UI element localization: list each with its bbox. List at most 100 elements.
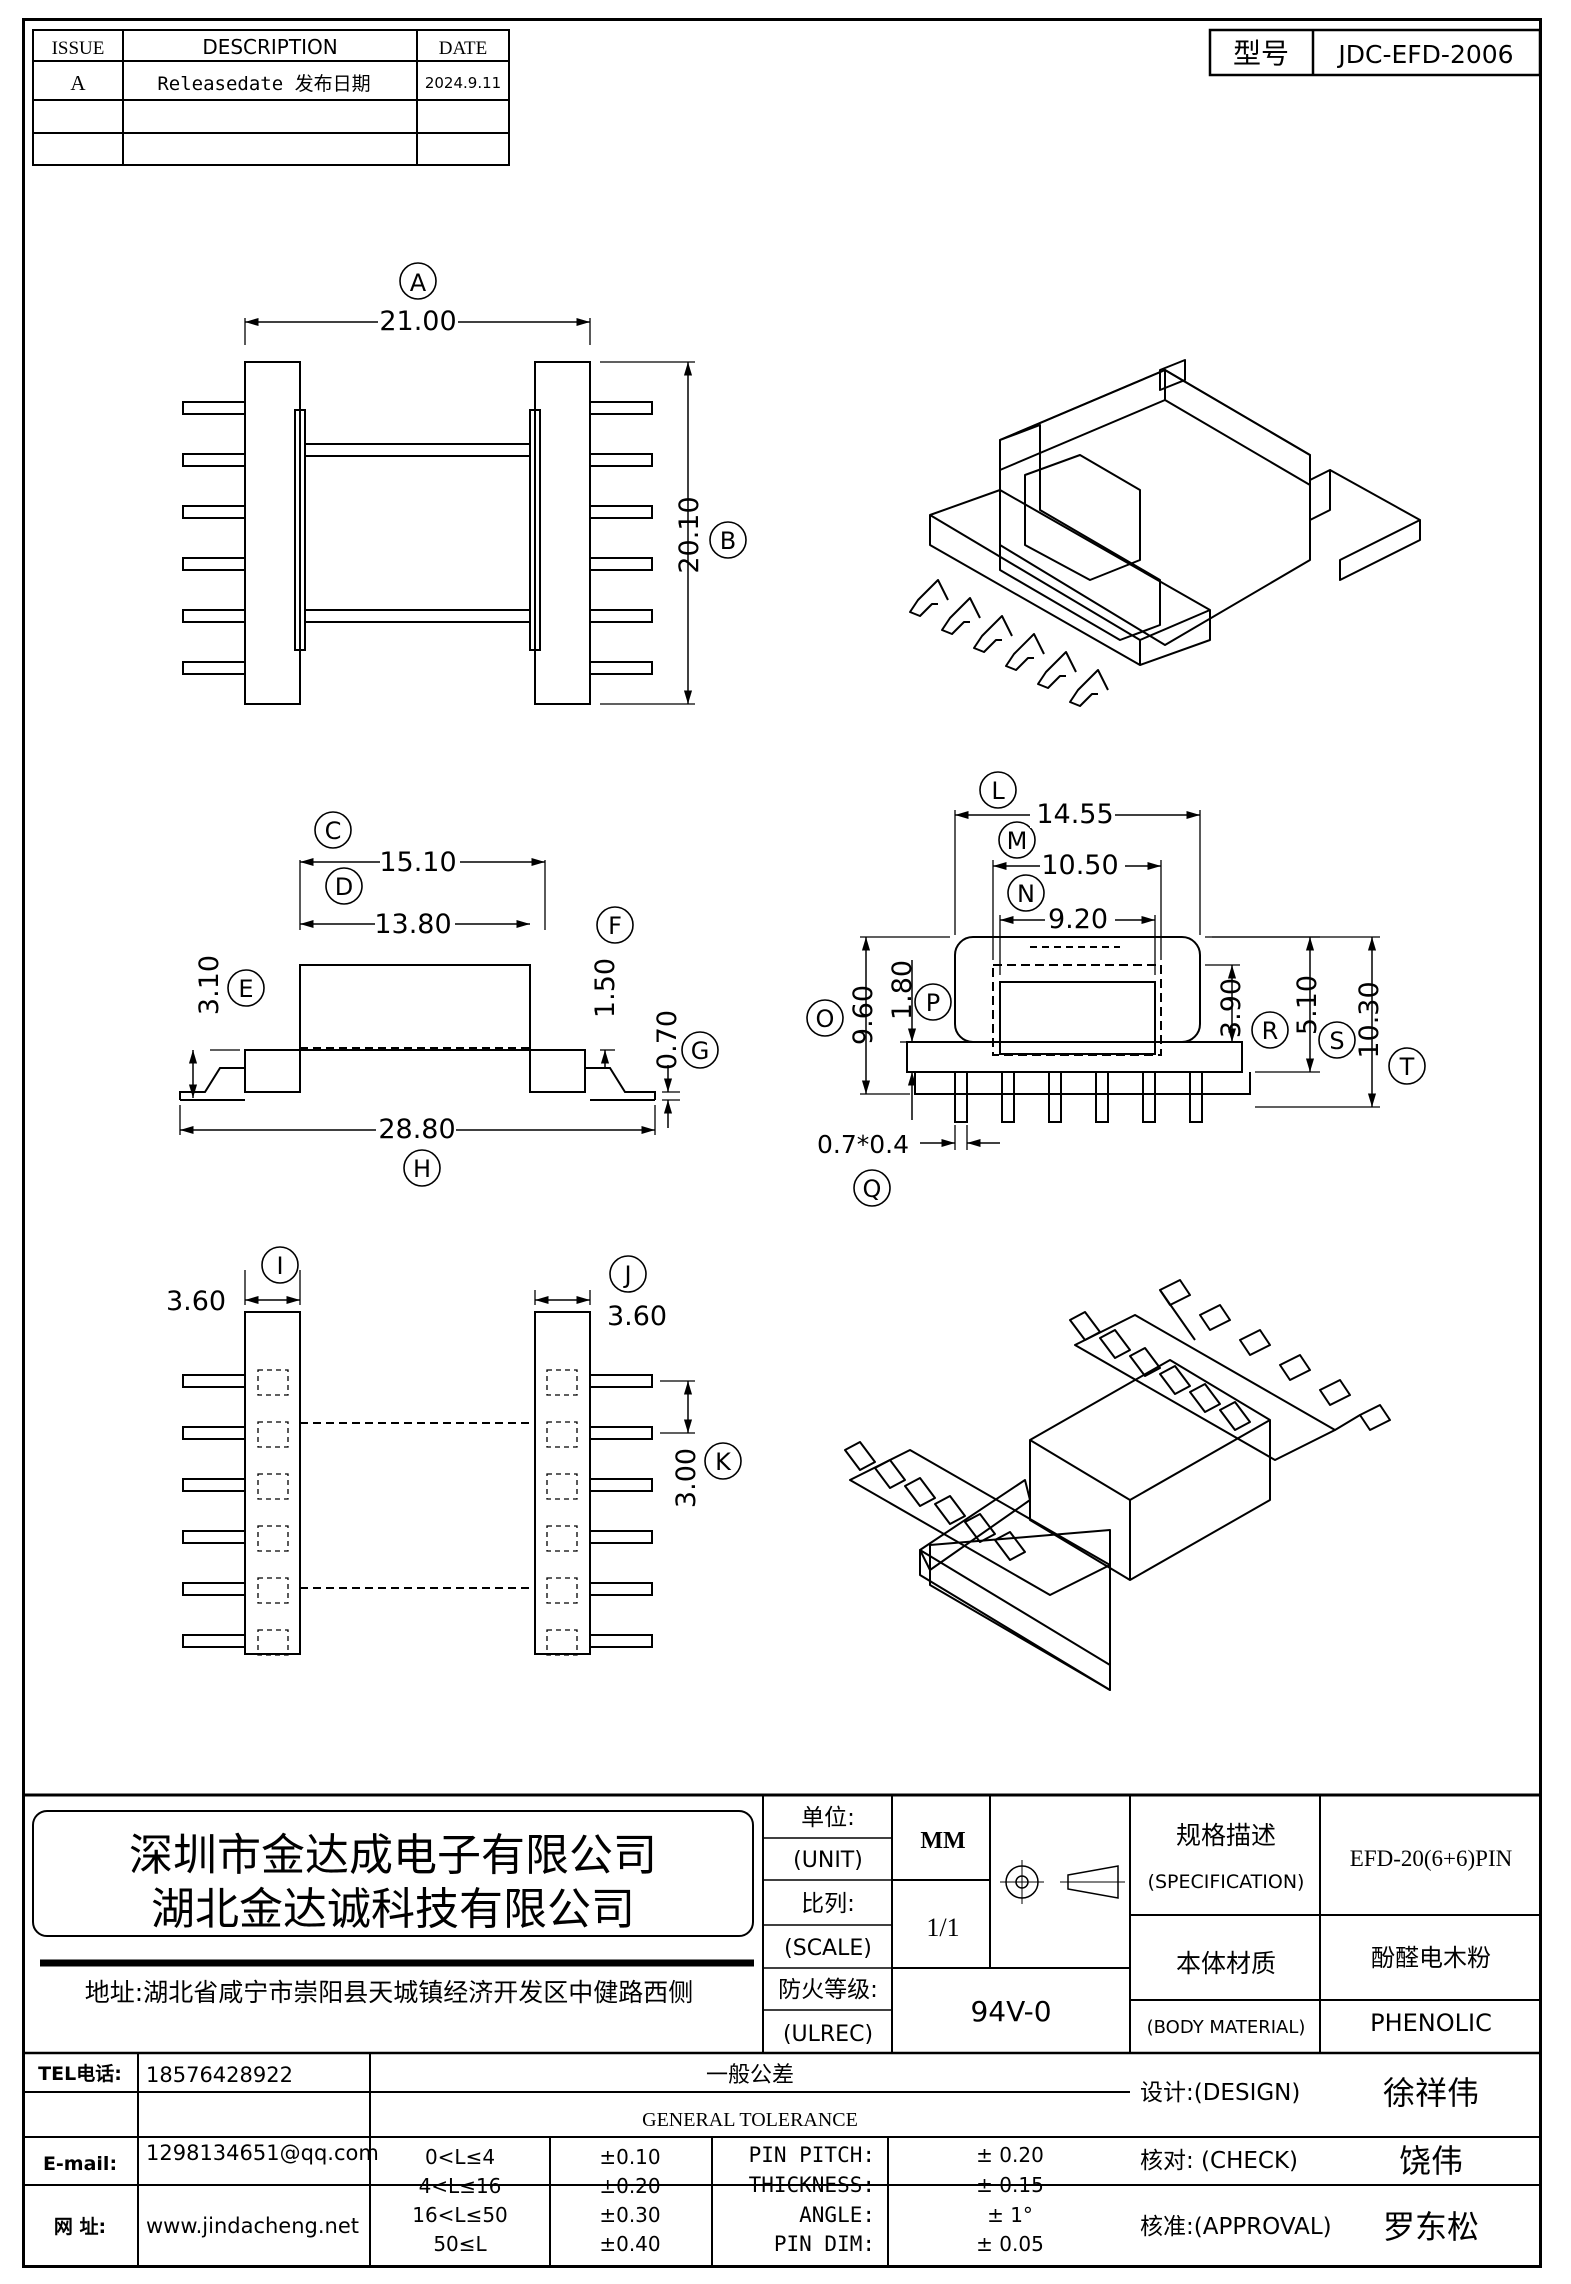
material-value-en: PHENOLIC (1370, 2009, 1492, 2037)
dim-s-value: 5.10 (1292, 975, 1323, 1035)
tol-other-value-3: ± 1° (987, 2203, 1033, 2227)
dim-r-letter: R (1262, 1017, 1279, 1045)
dim-b-letter: B (720, 527, 736, 555)
dim-n-value: 9.20 (1048, 904, 1108, 935)
title-block-lines (22, 1793, 1542, 2268)
tol-other-label-1: PIN PITCH: (749, 2143, 875, 2167)
dim-c-letter: C (325, 817, 342, 845)
unit-label-en: (UNIT) (793, 1848, 863, 1873)
material-label-en: (BODY MATERIAL) (1147, 2017, 1306, 2038)
unit-value: MM (920, 1828, 965, 1854)
dim-q-letter: Q (863, 1175, 882, 1203)
bottom-view (182, 1246, 742, 1656)
dim-o-letter: O (816, 1005, 835, 1033)
dim-f-value: 1.50 (590, 958, 621, 1018)
rev-description: Releasedate 发布日期 (157, 73, 370, 95)
dim-f-letter: F (608, 912, 622, 940)
dim-m-value: 10.50 (1041, 850, 1118, 881)
dim-t-letter: T (1399, 1053, 1415, 1081)
tel-value: 18576428922 (146, 2063, 293, 2087)
unit-label-cn: 单位: (801, 1805, 855, 1831)
check-label: 核对: (CHECK) (1140, 2148, 1298, 2174)
dim-n-letter: N (1017, 880, 1035, 908)
company-name-1: 深圳市金达成电子有限公司 (129, 1830, 657, 1881)
tol-value-3: ±0.30 (599, 2203, 660, 2227)
dim-d-value: 13.80 (374, 909, 451, 940)
dim-e-value: 3.10 (194, 955, 225, 1015)
model-box (1208, 28, 1542, 77)
tol-other-value-1: ± 0.20 (976, 2143, 1044, 2167)
tol-value-2: ±0.20 (599, 2174, 660, 2198)
tol-range-3: 16<L≤50 (412, 2203, 508, 2227)
dim-e-letter: E (238, 975, 253, 1003)
dim-p-letter: P (926, 989, 940, 1017)
tol-value-1: ±0.10 (599, 2145, 660, 2169)
company-address: 地址:湖北省咸宁市崇阳县天城镇经济开发区中健路西侧 (85, 1978, 693, 2007)
fire-label-cn: 防火等级: (778, 1977, 878, 2003)
model-value: JDC-EFD-2006 (1336, 40, 1513, 69)
tol-range-1: 0<L≤4 (425, 2145, 495, 2169)
dim-a-letter: A (410, 269, 427, 297)
tol-range-2: 4<L≤16 (419, 2174, 502, 2198)
check-name: 饶伟 (1399, 2142, 1463, 2180)
dim-k-value: 3.00 (671, 1448, 702, 1508)
dim-l-letter: L (991, 777, 1005, 805)
dim-k-letter: K (715, 1448, 732, 1476)
dim-m-letter: M (1007, 827, 1028, 855)
rev-issue: A (70, 71, 86, 95)
design-name: 徐祥伟 (1383, 2074, 1479, 2112)
web-value: www.jindacheng.net (146, 2214, 359, 2238)
spec-label-cn: 规格描述 (1176, 1821, 1276, 1850)
fire-label-en: (ULREC) (783, 2022, 873, 2047)
tol-range-4: 50≤L (433, 2232, 487, 2256)
rev-header-issue: ISSUE (52, 38, 105, 59)
email-label: E-mail: (43, 2153, 117, 2175)
email-value: 1298134651@qq.com (146, 2141, 379, 2165)
spec-value: EFD-20(6+6)PIN (1350, 1846, 1513, 1871)
dim-j-value: 3.60 (607, 1301, 667, 1332)
iso-view-top (909, 359, 1421, 707)
web-label: 网 址: (54, 2216, 106, 2238)
dim-s-letter: S (1329, 1027, 1344, 1055)
dim-r-value: 3.90 (1216, 978, 1247, 1038)
fire-value: 94V-0 (970, 1995, 1051, 2028)
spec-label-en: (SPECIFICATION) (1148, 1871, 1305, 1893)
tol-other-value-4: ± 0.05 (976, 2232, 1044, 2256)
dim-o-value: 9.60 (848, 985, 879, 1045)
scale-value: 1/1 (926, 1913, 959, 1942)
dim-j-letter: J (622, 1261, 631, 1289)
rev-date: 2024.9.11 (425, 74, 501, 92)
dim-i-value: 3.60 (166, 1286, 226, 1317)
tol-other-label-3: ANGLE: (799, 2203, 875, 2227)
dim-t-value: 10.30 (1354, 981, 1385, 1058)
dim-d-letter: D (335, 873, 353, 901)
tolerance-title-en: GENERAL TOLERANCE (642, 2109, 858, 2131)
scale-label-cn: 比列: (801, 1891, 855, 1917)
revision-table (32, 29, 510, 166)
iso-view-bottom (844, 1279, 1391, 1691)
dim-p-value: 1.80 (887, 960, 918, 1020)
scale-label-en: (SCALE) (784, 1936, 872, 1961)
tol-other-label-2: THICKNESS: (749, 2173, 875, 2197)
approval-label: 核准:(APPROVAL) (1140, 2214, 1332, 2240)
tol-other-value-2: ± 0.15 (976, 2173, 1044, 2197)
tol-other-label-4: PIN DIM: (774, 2232, 875, 2256)
tolerance-title-cn: 一般公差 (706, 2063, 794, 2088)
dim-g-value: 0.70 (652, 1010, 683, 1070)
material-value-cn: 酚醛电木粉 (1371, 1944, 1491, 1972)
top-view (182, 262, 747, 705)
dim-a-value: 21.00 (379, 306, 456, 337)
tel-label: TEL电话: (38, 2062, 122, 2085)
rev-header-date: DATE (439, 38, 488, 59)
design-label: 设计:(DESIGN) (1140, 2080, 1300, 2106)
drawing-border (22, 18, 1542, 2268)
dim-b-value: 20.10 (674, 496, 705, 573)
material-label-cn: 本体材质 (1176, 1949, 1276, 1978)
model-label: 型号 (1233, 37, 1289, 70)
dim-h-value: 28.80 (378, 1114, 455, 1145)
dim-g-letter: G (691, 1037, 710, 1065)
dim-l-value: 14.55 (1036, 799, 1113, 830)
side-view (806, 771, 1426, 1207)
dim-c-value: 15.10 (379, 847, 456, 878)
